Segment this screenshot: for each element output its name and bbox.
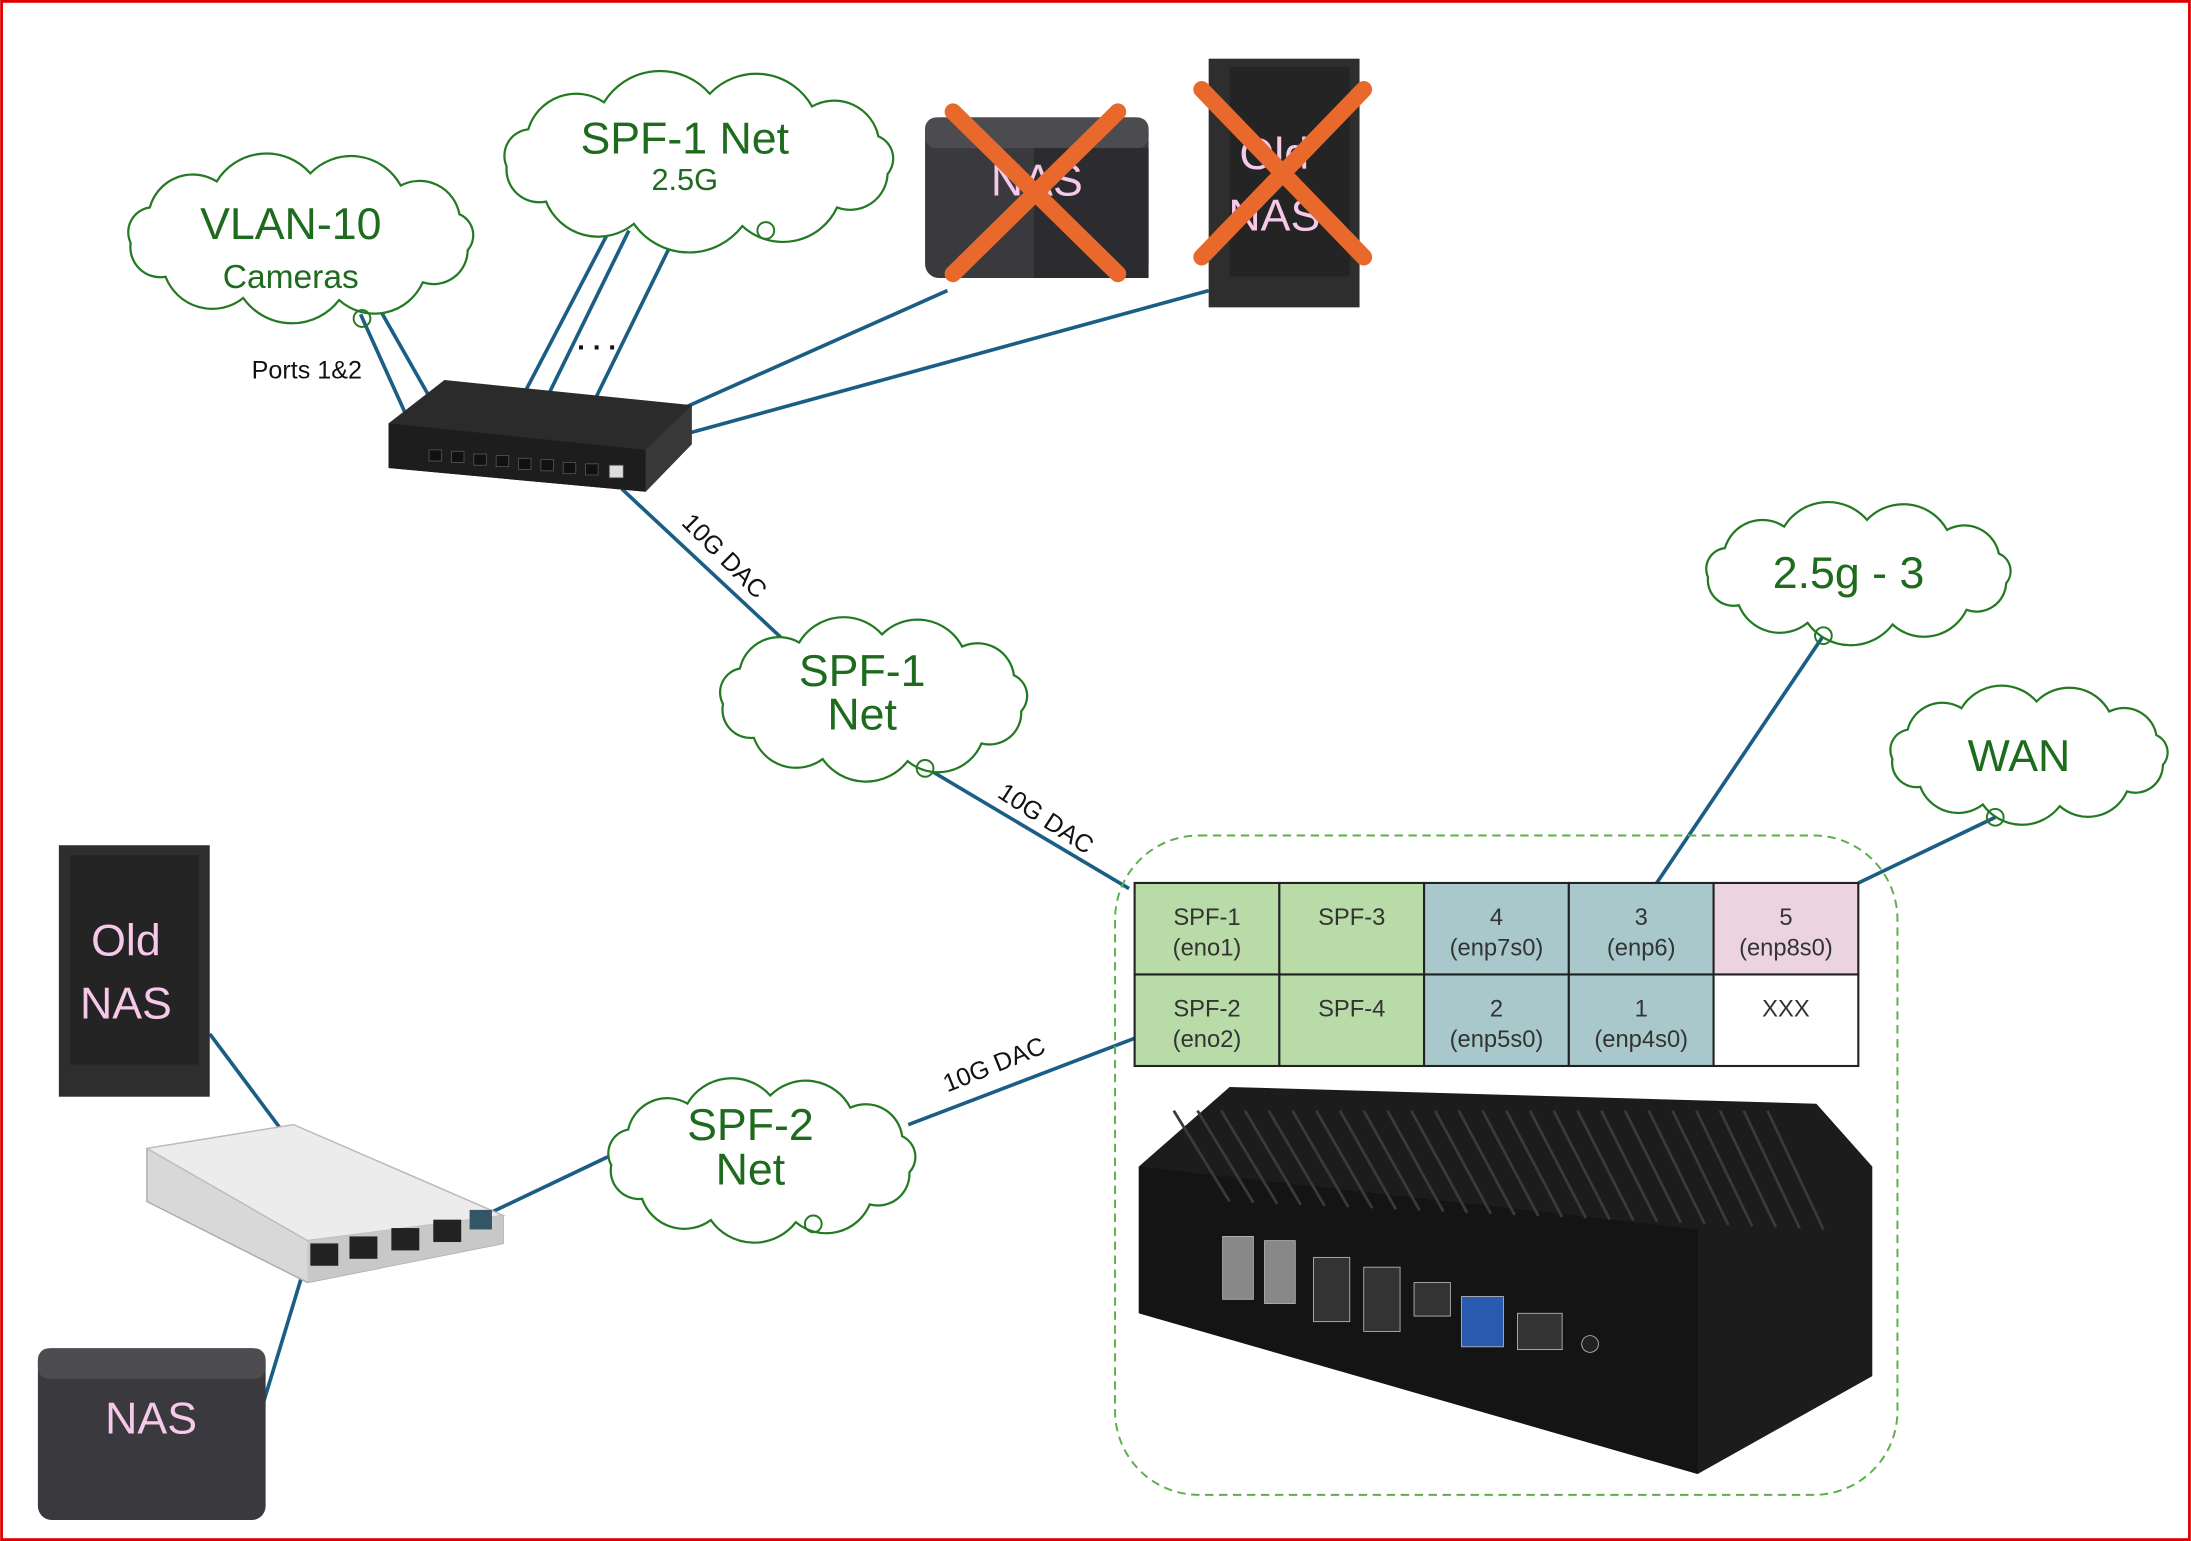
port-name: XXX [1762, 995, 1810, 1022]
port-interface: (enp5s0) [1450, 1026, 1544, 1053]
port-cell: SPF-1 (eno1) [1133, 881, 1281, 976]
cross-out-icon [944, 103, 1127, 283]
port-interface: (enp8s0) [1739, 935, 1833, 962]
mikrotik-switch-icon [144, 1123, 506, 1284]
cloud-wan-title: WAN [1968, 732, 2071, 781]
port-cell: 1 (enp4s0) [1567, 973, 1715, 1068]
link-25g3-port3 [1651, 634, 1825, 890]
cloud-spf1-2.5g [503, 69, 895, 254]
link-wan-port5 [1857, 815, 1997, 885]
link-spf1-router [921, 764, 1130, 891]
link-spf2-router [907, 1034, 1140, 1127]
nas-bottom-icon [37, 1348, 266, 1521]
cloud-spf2-subtitle: Net [716, 1146, 786, 1195]
port-cell: SPF-3 [1278, 881, 1426, 976]
port-cell: 2 (enp5s0) [1423, 973, 1570, 1068]
port-name: SPF-3 [1318, 904, 1385, 931]
port-name: SPF-1 [1173, 904, 1240, 931]
router-mini-pc-icon [1138, 1086, 1873, 1474]
old-nas-left-icon [58, 845, 210, 1097]
nas-bottom-label: NAS [105, 1394, 197, 1443]
port-name: 4 [1490, 904, 1503, 931]
port-cell: 5 (enp8s0) [1712, 881, 1860, 976]
cloud-vlan10-subtitle: Cameras [223, 259, 359, 296]
old-nas-left-label-2: NAS [80, 979, 172, 1028]
port-cell: 3 (enp6) [1567, 881, 1715, 976]
port-interface: (enp4s0) [1594, 1026, 1688, 1053]
cloud-spf2-title: SPF-2 [687, 1101, 814, 1150]
cloud-2.5g-3-title: 2.5g - 3 [1773, 549, 1925, 598]
cross-out-icon [1193, 81, 1373, 266]
cloud-connectors [352, 221, 2005, 1234]
sfp-switch-icon [388, 380, 692, 492]
port-name: 3 [1635, 904, 1648, 931]
cloud-spf1-2.5g-subtitle: 2.5G [651, 162, 718, 197]
port-table: SPF-1 (eno1) SPF-3 4 (enp7s0) 3 (enp6) 5 (enp8s0… [1133, 881, 1860, 1068]
cloud-2.5g-3 [1705, 500, 2012, 647]
cloud-spf1-2.5g-title: SPF-1 Net [580, 115, 789, 164]
more-links-ellipsis: . . . [577, 324, 616, 355]
port-interface: (enp6) [1607, 935, 1676, 962]
clouds [127, 69, 2169, 1244]
cloud-vlan10-title: VLAN-10 [200, 200, 381, 249]
cloud-spf1-net [718, 616, 1029, 783]
port-name: SPF-4 [1318, 995, 1385, 1022]
port-name: 5 [1779, 904, 1792, 931]
port-name: 2 [1490, 995, 1503, 1022]
old-nas-left-label-1: Old [91, 917, 161, 966]
link-switch-spf1 [620, 487, 791, 647]
port-cell: SPF-2 (eno2) [1133, 973, 1281, 1068]
cloud-wan [1889, 684, 2169, 826]
cloud-spf1-title: SPF-1 [799, 647, 926, 696]
cloud-vlan10 [127, 152, 475, 325]
cloud-spf2-net [607, 1077, 917, 1244]
port-cell: SPF-4 [1278, 973, 1426, 1068]
ports-label: Ports 1&2 [252, 357, 362, 385]
port-cell: 4 (enp7s0) [1423, 881, 1570, 976]
cloud-spf1-subtitle: Net [827, 690, 897, 739]
port-cell: XXX [1712, 973, 1860, 1068]
port-name: SPF-2 [1173, 995, 1240, 1022]
port-interface: (eno1) [1173, 935, 1242, 962]
port-interface: (enp7s0) [1450, 935, 1544, 962]
router-group-outline [1114, 834, 1899, 1496]
port-name: 1 [1635, 995, 1648, 1022]
port-interface: (eno2) [1173, 1026, 1242, 1053]
